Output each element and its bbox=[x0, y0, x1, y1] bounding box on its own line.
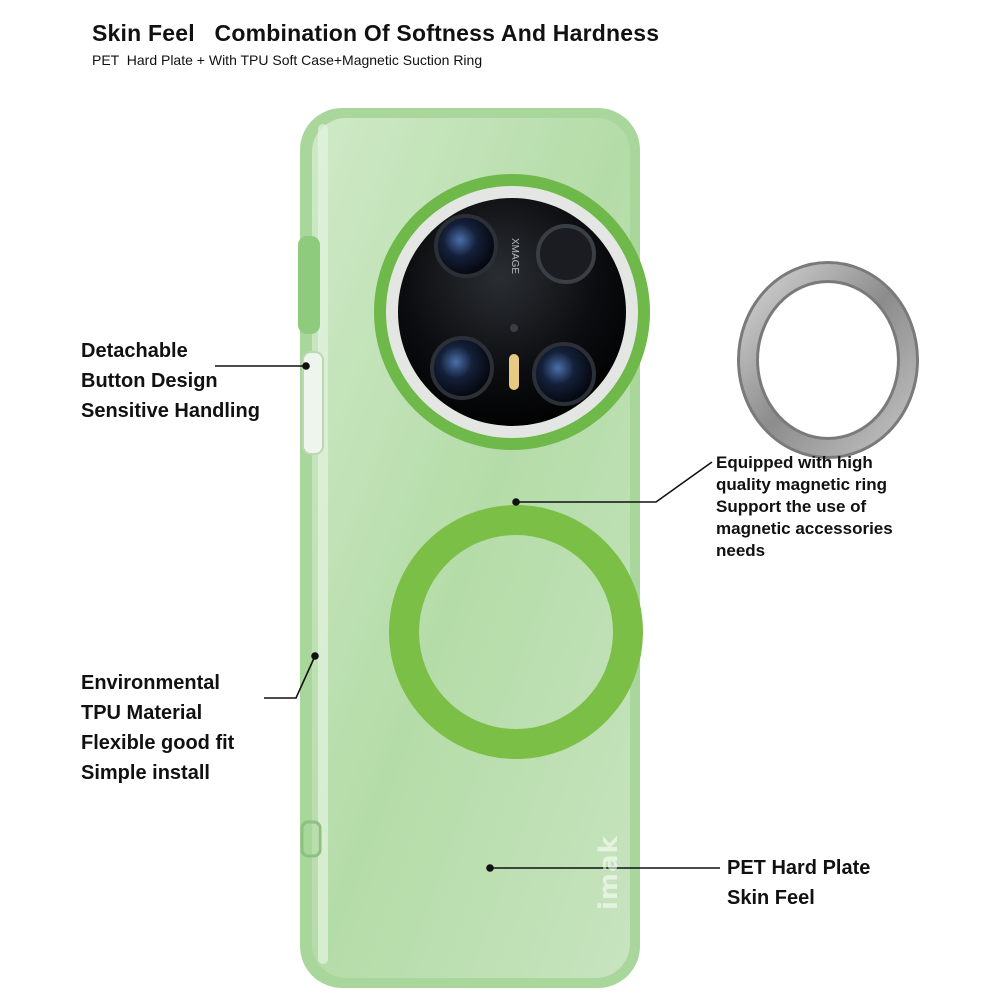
callout-button-line-3: Sensitive Handling bbox=[81, 400, 260, 422]
camera-module: XMAGE bbox=[374, 174, 650, 450]
callout-magnetic: Equipped with high quality magnetic ring… bbox=[716, 452, 893, 562]
leader-lines bbox=[215, 362, 720, 872]
callout-plate-line-1: PET Hard Plate bbox=[727, 857, 871, 879]
callout-magnetic-line-2: quality magnetic ring bbox=[716, 475, 887, 494]
callout-material-line-1: Environmental bbox=[81, 672, 220, 694]
callout-magnetic-line-4: magnetic accessories bbox=[716, 519, 893, 538]
callout-material-line-4: Simple install bbox=[81, 762, 210, 784]
callout-button: Detachable Button Design Sensitive Handl… bbox=[81, 336, 260, 426]
callout-material-line-2: TPU Material bbox=[81, 702, 203, 724]
callout-material-line-3: Flexible good fit bbox=[81, 732, 235, 754]
callout-magnetic-line-1: Equipped with high bbox=[716, 453, 873, 472]
metal-ring bbox=[740, 264, 916, 456]
header-subtitle: PET Hard Plate + With TPU Soft Case+Magn… bbox=[92, 52, 483, 68]
camera-lens-top-left bbox=[434, 214, 498, 278]
callout-button-line-1: Detachable bbox=[81, 340, 188, 362]
camera-lens-bottom-right bbox=[532, 342, 596, 406]
header-title: Skin Feel Combination Of Softness And Ha… bbox=[92, 20, 660, 46]
green-magnetic-ring bbox=[389, 505, 643, 759]
callout-magnetic-line-3: Support the use of bbox=[716, 497, 867, 516]
brand-logo: imak bbox=[594, 835, 624, 910]
volume-button bbox=[298, 236, 320, 334]
camera-flash bbox=[509, 354, 519, 390]
callout-plate: PET Hard Plate Skin Feel bbox=[727, 853, 870, 913]
callout-magnetic-line-5: needs bbox=[716, 541, 766, 560]
power-button bbox=[302, 351, 324, 455]
callout-plate-line-2: Skin Feel bbox=[727, 887, 815, 909]
magnetic-ring bbox=[389, 505, 643, 759]
camera-label: XMAGE bbox=[509, 238, 520, 274]
camera-lens-top-right bbox=[536, 224, 596, 284]
side-port bbox=[300, 820, 322, 858]
callout-button-line-2: Button Design bbox=[81, 370, 218, 392]
camera-lens-bottom-left bbox=[430, 336, 494, 400]
callout-material: Environmental TPU Material Flexible good… bbox=[81, 668, 234, 788]
metal-ring-accessory bbox=[737, 261, 919, 459]
